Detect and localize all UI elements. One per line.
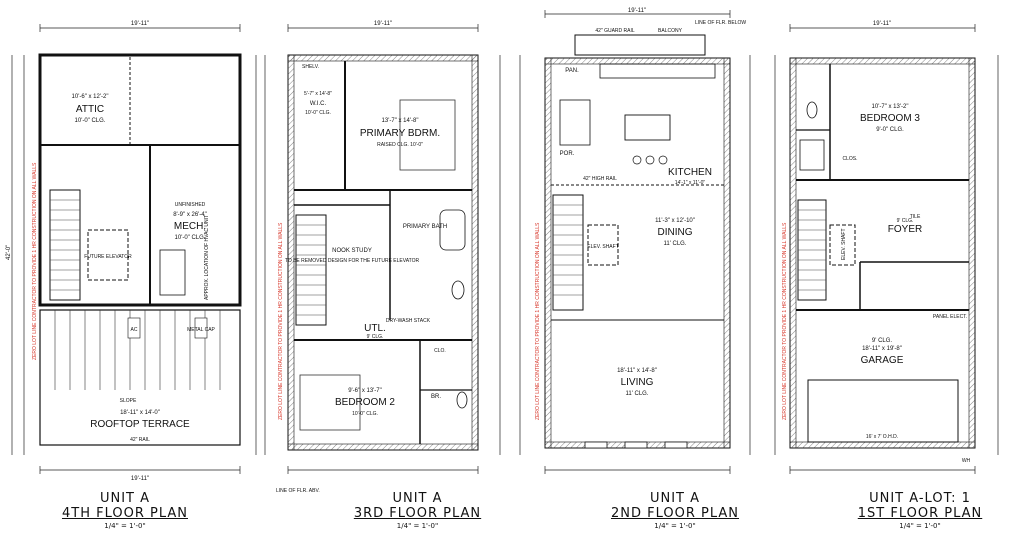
caption-2nd: UNIT A 2ND FLOOR PLAN 1/4" = 1'-0" [600,491,750,530]
note-ac-1: AC [131,327,138,333]
caption-1st-title: UNIT A-LOT: 1 [869,491,971,506]
caption-4th-subtitle: 4TH FLOOR PLAN [61,506,188,521]
note-hvac: APPROX. LOCATION OF HVAC UNIT [204,215,210,300]
note-guard-rail: 42" GUARD RAIL [595,28,635,34]
note-line-flr-below: LINE OF FLR. BELOW [695,20,746,26]
caption-4th-scale: 1/4" = 1'-0" [104,522,146,530]
plan-3rd-floor: 19'-11" 5'-7" x 14'-8 [264,21,501,494]
room-bath-name: PRIMARY BATH [403,224,447,230]
caption-3rd-subtitle: 3RD FLOOR PLAN [353,506,482,521]
room-garage-dims: 18'-11" x 19'-8" [862,346,902,352]
note-ac-2: METAL CAP [187,327,215,333]
room-por-name: POR. [560,151,575,157]
room-dining-name: DINING [658,227,693,238]
plan-2nd-floor: 19'-11" LINE OF FLR. BELOW 42" GUARD RAI… [519,8,751,474]
svg-text:ZERO LOT LINE CONTRACTOR TO PR: ZERO LOT LINE CONTRACTOR TO PROVIDE 1 HR… [32,162,38,360]
caption-2nd-title: UNIT A [649,491,701,506]
room-terrace-dims: 18'-11" x 14'-0" [120,410,160,416]
room-bed2-dims: 9'-6" x 13'-7" [348,388,382,394]
note-tile: TILE [910,214,921,220]
room-dining-clg: 11' CLG. [663,241,686,247]
note-rail: 42" RAIL [130,437,150,443]
room-foyer-name: FOYER [888,224,922,235]
note-clo: CLO. [434,348,446,354]
dim-depth-4th: 42'-0" [6,245,12,260]
plan-1st-floor: 19'-11" ELEV. SHAFT 16' x 7' O.H.D. [774,21,999,474]
caption-2nd-scale: 1/4" = 1'-0" [654,522,696,530]
note-future-elevator: FUTURE ELEVATOR [84,254,132,260]
room-primary-name: PRIMARY BDRM. [360,128,440,139]
note-clos: CLOS. [842,156,857,162]
caption-1st-subtitle: 1ST FLOOR PLAN [857,506,983,521]
room-dining-dims: 11'-3" x 12'-10" [655,218,695,224]
caption-1st-scale: 1/4" = 1'-0" [899,522,941,530]
note-high-rail: 42" HIGH RAIL [583,176,617,182]
caption-1st: UNIT A-LOT: 1 1ST FLOOR PLAN 1/4" = 1'-0… [850,491,990,530]
caption-2nd-subtitle: 2ND FLOOR PLAN [610,506,740,521]
note-panel-elect: PANEL ELECT. [933,314,967,320]
note-elev-shaft-1st: ELEV. SHAFT [841,229,847,261]
note-ohd: 16' x 7' O.H.D. [866,434,898,440]
room-bed3-name: BEDROOM 3 [860,113,920,124]
dim-width-4th-bottom: 19'-11" [131,476,149,482]
room-mech-clg: 10'-0" CLG. [175,235,206,241]
note-dry-wash: DRY-WASH STACK [386,318,431,324]
room-living-clg: 11' CLG. [625,391,648,397]
room-attic-clg: 10'-0" CLG. [75,118,106,124]
room-garage-name: GARAGE [861,355,904,366]
room-bed2-name: BEDROOM 2 [335,397,395,408]
dim-width-3rd: 19'-11" [374,21,392,27]
plan-4th-floor: 19'-11" FUTURE ELEVATOR APPROX. LOCATION… [6,21,257,482]
room-nook-name: NOOK STUDY [332,248,372,254]
room-living-dims: 18'-11" x 14'-8" [617,368,657,374]
note-slope: SLOPE [120,398,137,404]
caption-4th-title: UNIT A [99,491,151,506]
room-pan-name: PAN. [565,68,579,74]
room-mech-dims: 8'-9" x 26'-4" [173,212,207,218]
room-kitchen-name: KITCHEN [668,167,712,178]
note-balcony: BALCONY [658,28,683,34]
room-wic-dims: 5'-7" x 14'-8" [304,91,332,97]
svg-text:ZERO LOT LINE CONTRACTOR TO PR: ZERO LOT LINE CONTRACTOR TO PROVIDE 1 HR… [782,222,788,420]
room-kitchen-dims: 14'-1" x 11'-0" [675,180,706,186]
room-mech-name: MECH. [174,221,206,232]
room-utl-clg: 9' CLG. [367,334,384,340]
caption-3rd: UNIT A 3RD FLOOR PLAN 1/4" = 1'-0" [350,491,485,530]
room-terrace-name: ROOFTOP TERRACE [90,419,190,430]
caption-4th: UNIT A 4TH FLOOR PLAN 1/4" = 1'-0" [60,491,190,530]
note-line-flr-abv: LINE OF FLR. ABV. [276,488,320,494]
dim-width-1st: 19'-11" [873,21,891,27]
room-br-name: BR. [431,394,441,400]
room-wic-name: W.I.C. [310,101,327,107]
room-wic-clg: 10'-0" CLG. [305,110,331,116]
room-bed3-dims: 10'-7" x 13'-2" [872,104,909,110]
room-attic-dims: 10'-6" x 12'-2" [72,94,109,100]
room-garage-clg: 9' CLG. [872,338,892,344]
note-elev-shaft-2nd: ELEV. SHAFT [587,244,619,250]
note-wh: WH [962,458,971,464]
room-nook-note: TO BE REMOVED DESIGN FOR THE FUTURE ELEV… [285,258,420,264]
room-bed2-clg: 10'-0" CLG. [352,411,378,417]
note-unfinished: UNFINISHED [175,202,206,208]
room-bed3-clg: 9'-0" CLG. [876,127,904,133]
room-primary-dims: 13'-7" x 14'-8" [382,118,419,124]
svg-text:ZERO LOT LINE CONTRACTOR TO PR: ZERO LOT LINE CONTRACTOR TO PROVIDE 1 HR… [535,222,541,420]
room-foyer-clg: 9' CLG. [897,218,914,224]
dim-width-4th: 19'-11" [131,21,149,27]
room-primary-clg: RAISED CLG. 10'-0" [377,142,423,148]
dim-width-2nd: 19'-11" [628,8,646,14]
note-shelv: SHELV. [302,64,319,70]
caption-3rd-title: UNIT A [392,491,443,506]
svg-text:ZERO LOT LINE CONTRACTOR TO PR: ZERO LOT LINE CONTRACTOR TO PROVIDE 1 HR… [278,222,284,420]
room-living-name: LIVING [621,377,654,388]
caption-3rd-scale: 1/4" = 1'-0" [396,522,439,530]
room-utl-name: UTL. [364,323,386,334]
room-attic-name: ATTIC [76,104,104,115]
